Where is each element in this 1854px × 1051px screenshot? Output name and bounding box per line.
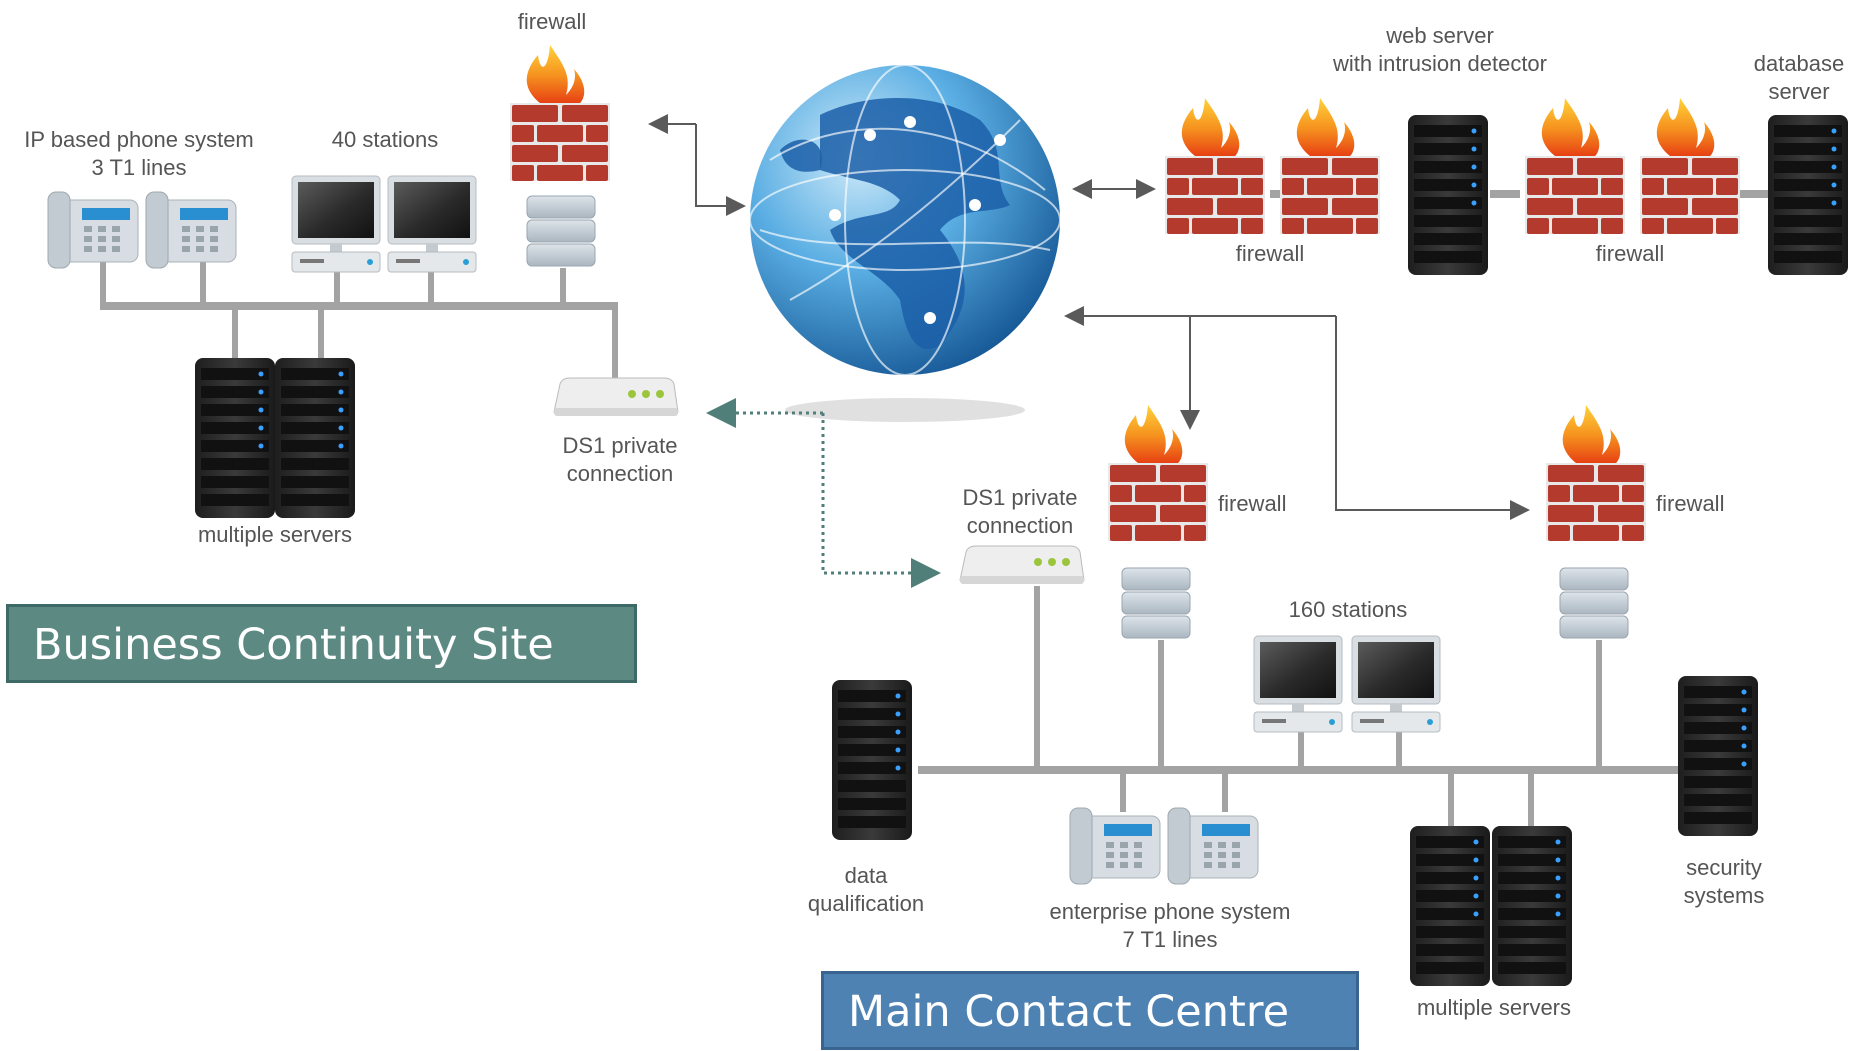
connector-arrows [648, 114, 1530, 520]
web-server-label: web server with intrusion detector [1300, 22, 1580, 78]
multiple-servers-label-bcs: multiple servers [197, 522, 353, 547]
phone-icon [47, 191, 139, 269]
security-systems-line1: security [1686, 855, 1762, 880]
rack-server-icon [1492, 826, 1572, 986]
ds1-dotted-link [706, 398, 941, 588]
rack-server-icon [195, 358, 275, 518]
desktop-computer-icon [1253, 635, 1343, 733]
ip-phone-system-label: IP based phone system 3 T1 lines [8, 126, 270, 182]
rack-server-icon [275, 358, 355, 518]
desktop-computer-icon [291, 175, 381, 273]
enterprise-phone-line2: 7 T1 lines [1122, 927, 1218, 952]
firewall-label-web-right: firewall [1595, 241, 1665, 266]
rack-server-icon [1768, 115, 1848, 275]
web-tier [1165, 98, 1848, 275]
ds1-line2: connection [566, 461, 674, 486]
database-server-label: database server [1744, 50, 1854, 106]
ds1-line2: connection [966, 513, 1074, 538]
phone-icon [1167, 807, 1259, 885]
brick-firewall-icon [1280, 98, 1380, 234]
rack-server-icon [832, 680, 912, 840]
ip-phone-system-line2: 3 T1 lines [91, 155, 187, 180]
firewall-label-mcc-left: firewall [1218, 491, 1287, 516]
main-contact-centre-title: Main Contact Centre [821, 971, 1359, 1050]
ds1-connection-label-mcc: DS1 private connection [940, 484, 1100, 540]
enterprise-phone-system-label: enterprise phone system 7 T1 lines [1020, 898, 1320, 954]
firewall-label-bcs: firewall [517, 9, 587, 34]
ip-phone-system-line1: IP based phone system [24, 127, 254, 152]
enterprise-phone-line1: enterprise phone system [1049, 899, 1291, 924]
globe-icon [749, 64, 1061, 422]
rack-server-icon [1410, 826, 1490, 986]
firewall-stack-icon [1121, 567, 1191, 639]
bcs-network [47, 45, 679, 518]
ds1-connection-label-bcs: DS1 private connection [540, 432, 700, 488]
business-continuity-site-title: Business Continuity Site [6, 604, 637, 683]
brick-firewall-icon [1546, 405, 1646, 541]
ds1-line1: DS1 private [962, 485, 1078, 510]
data-qualification-label: data qualification [796, 862, 936, 918]
brick-firewall-icon [1640, 98, 1740, 234]
firewall-stack-icon [526, 195, 596, 267]
modem-icon [553, 377, 679, 417]
phone-icon [1069, 807, 1161, 885]
brick-firewall-icon [1108, 405, 1208, 541]
firewall-stack-icon [1559, 567, 1629, 639]
database-server-line1: database [1753, 51, 1845, 76]
rack-server-icon [1408, 115, 1488, 275]
security-systems-label: security systems [1664, 854, 1784, 910]
desktop-computer-icon [387, 175, 477, 273]
rack-server-icon [1678, 676, 1758, 836]
modem-icon [959, 545, 1085, 585]
stations-160-label: 160 stations [1288, 597, 1408, 622]
database-server-line2: server [1768, 79, 1830, 104]
firewall-label-mcc-right: firewall [1656, 491, 1725, 516]
web-server-line2: with intrusion detector [1333, 51, 1547, 76]
brick-firewall-icon [1525, 98, 1625, 234]
data-qualification-line1: data [844, 863, 888, 888]
phone-icon [145, 191, 237, 269]
ds1-line1: DS1 private [562, 433, 678, 458]
web-server-line1: web server [1386, 23, 1494, 48]
brick-firewall-icon [1165, 98, 1265, 234]
security-systems-line2: systems [1683, 883, 1765, 908]
desktop-computer-icon [1351, 635, 1441, 733]
brick-firewall-icon [510, 45, 610, 181]
multiple-servers-label-mcc: multiple servers [1416, 995, 1572, 1020]
firewall-label-web-left: firewall [1235, 241, 1305, 266]
stations-40-label: 40 stations [331, 127, 439, 152]
data-qualification-line2: qualification [807, 891, 925, 916]
mcc-network [832, 405, 1758, 986]
